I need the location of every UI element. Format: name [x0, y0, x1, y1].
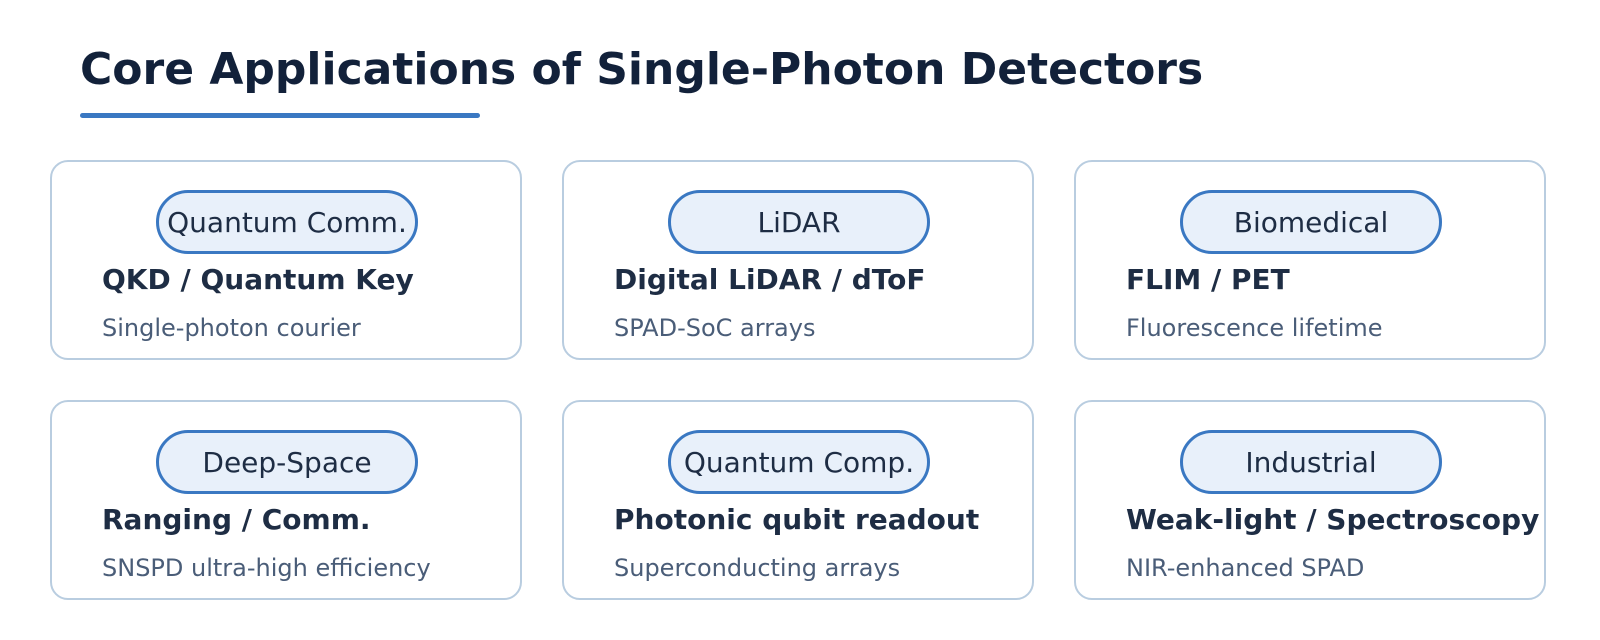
applications-grid: Quantum Comm. QKD / Quantum Key Single-p… — [50, 160, 1550, 600]
category-badge: Deep-Space — [156, 430, 418, 494]
application-subtext: SNSPD ultra-high efficiency — [102, 554, 431, 582]
application-heading: QKD / Quantum Key — [102, 263, 414, 296]
application-heading: Weak-light / Spectroscopy — [1126, 503, 1540, 536]
application-card-deep-space: Deep-Space Ranging / Comm. SNSPD ultra-h… — [50, 400, 522, 600]
application-card-quantum-comp: Quantum Comp. Photonic qubit readout Sup… — [562, 400, 1034, 600]
application-card-industrial: Industrial Weak-light / Spectroscopy NIR… — [1074, 400, 1546, 600]
application-subtext: SPAD-SoC arrays — [614, 314, 816, 342]
application-subtext: NIR-enhanced SPAD — [1126, 554, 1365, 582]
application-card-biomedical: Biomedical FLIM / PET Fluorescence lifet… — [1074, 160, 1546, 360]
application-heading: Digital LiDAR / dToF — [614, 263, 926, 296]
application-subtext: Superconducting arrays — [614, 554, 901, 582]
page-title: Core Applications of Single-Photon Detec… — [80, 44, 1204, 95]
application-heading: FLIM / PET — [1126, 263, 1290, 296]
category-badge: Biomedical — [1180, 190, 1442, 254]
category-badge: LiDAR — [668, 190, 930, 254]
application-card-quantum-comm: Quantum Comm. QKD / Quantum Key Single-p… — [50, 160, 522, 360]
application-card-lidar: LiDAR Digital LiDAR / dToF SPAD-SoC arra… — [562, 160, 1034, 360]
category-badge: Quantum Comp. — [668, 430, 930, 494]
title-underline — [80, 113, 480, 118]
application-subtext: Fluorescence lifetime — [1126, 314, 1383, 342]
category-badge: Industrial — [1180, 430, 1442, 494]
category-badge: Quantum Comm. — [156, 190, 418, 254]
application-subtext: Single-photon courier — [102, 314, 361, 342]
application-heading: Photonic qubit readout — [614, 503, 980, 536]
application-heading: Ranging / Comm. — [102, 503, 371, 536]
